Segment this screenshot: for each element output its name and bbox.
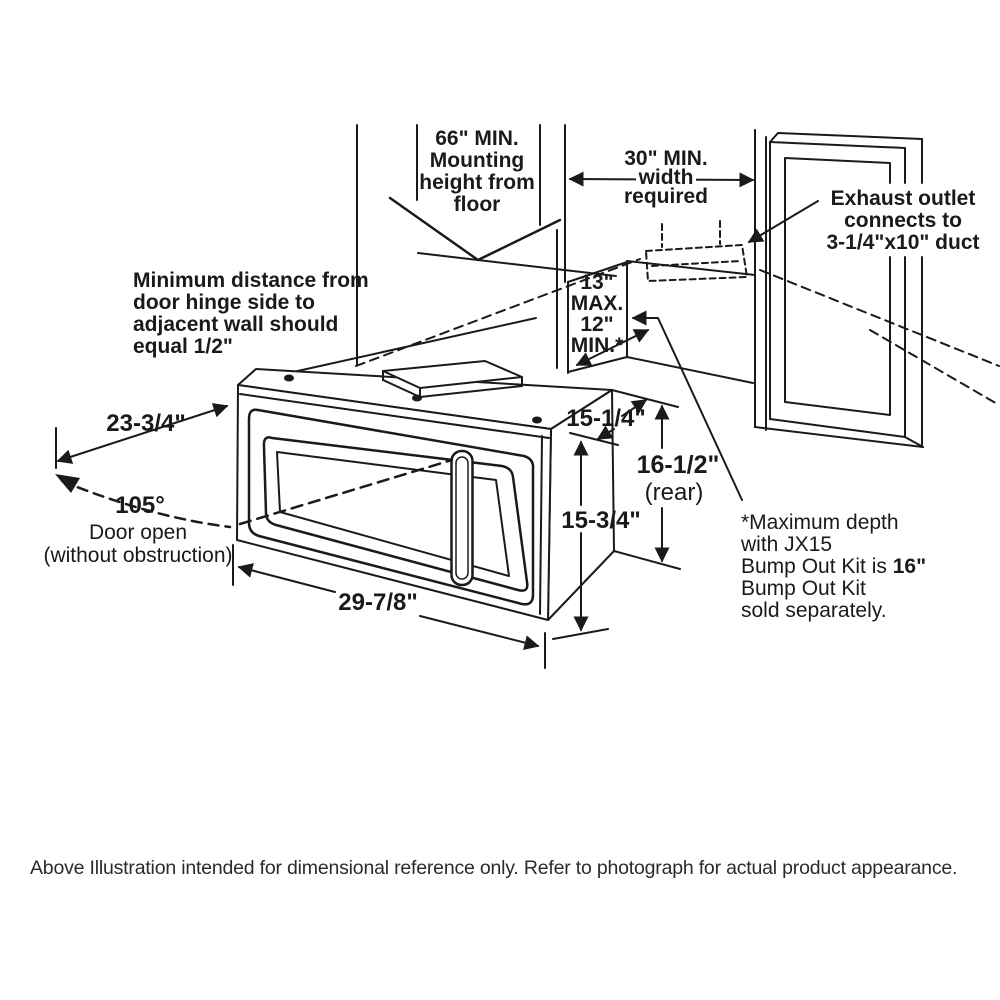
- note-line2: with JX15: [741, 533, 833, 556]
- width-required-line1: 30" MIN.: [621, 148, 711, 169]
- mounting-height-line4: floor: [453, 193, 501, 216]
- door-handle: [450, 449, 474, 587]
- note-leader-line: [631, 310, 743, 501]
- mounting-height-label: 66" MIN. Mounting height from floor: [419, 128, 535, 216]
- footer-disclaimer: Above Illustration intended for dimensio…: [30, 857, 958, 879]
- dim-top-depth-label: 15-1/4": [566, 405, 646, 432]
- tick-top-rear: [611, 389, 679, 408]
- cabinet-underside-line: [417, 252, 617, 277]
- exhaust-line2: connects to: [841, 210, 965, 232]
- recess-line1: 13": [580, 271, 614, 294]
- adjacent-wall-panel: [754, 129, 924, 448]
- dim-1514-arrow-up: [621, 399, 648, 417]
- recess-line4: MIN.*: [570, 334, 624, 357]
- mounting-height-line2: Mounting: [429, 149, 525, 172]
- hidden-edge-dashed-right: [759, 269, 1000, 367]
- microwave-body: [236, 368, 615, 621]
- dim-front-height-label: 15-3/4": [561, 507, 641, 534]
- recess-depth-arrow: [575, 329, 650, 366]
- door-open-line1: Door open: [88, 521, 188, 544]
- width-required-line3: required: [620, 186, 712, 207]
- tick-top-front: [569, 432, 619, 446]
- width-required-line2: width: [635, 167, 697, 188]
- dim-depth-label: 23-3/4": [106, 410, 186, 437]
- door-handle-inner: [455, 456, 469, 580]
- width-required-label: 30" MIN. width required: [620, 148, 712, 207]
- door-window: [262, 436, 529, 592]
- hidden-edge-dashed: [355, 258, 641, 367]
- recess-line2: MAX.: [570, 292, 624, 315]
- min-distance-line1: Minimum distance from: [133, 269, 369, 292]
- bump-out-kit-note: *Maximum depth with JX15 Bump Out Kit is…: [741, 512, 926, 622]
- exhaust-line3: 3-1/4"x10" duct: [823, 232, 983, 254]
- front-right-inner-line: [539, 435, 543, 615]
- dim-rear-height-label: 16-1/2": [636, 451, 720, 479]
- mounting-dots: [284, 374, 542, 424]
- min-distance-line3: adjacent wall should: [133, 313, 339, 336]
- hidden-edge-dashed-right2: [869, 329, 1000, 406]
- exhaust-outlet-label: Exhaust outlet connects to 3-1/4"x10" du…: [823, 188, 983, 254]
- note-line4: Bump Out Kit: [741, 577, 866, 600]
- mounting-height-line1: 66" MIN.: [435, 127, 519, 150]
- recess-line3: 12": [580, 313, 614, 336]
- dim-rear-height-sub-label: (rear): [644, 479, 704, 506]
- recess-depth-label: 13" MAX. 12" MIN.*: [571, 272, 624, 356]
- door-open-arrowhead: [55, 474, 80, 493]
- door-open-label: Door open (without obstruction): [43, 521, 232, 567]
- door-open-line2: (without obstruction): [43, 544, 233, 567]
- dim-1514-arrow-down: [596, 425, 615, 440]
- dim-width-label: 29-7/8": [338, 589, 418, 616]
- exhaust-adapter-plate: [382, 360, 523, 398]
- note-line3: Bump Out Kit is 16": [741, 556, 926, 578]
- tick-bottom-front: [552, 628, 609, 640]
- min-distance-line2: door hinge side to: [133, 291, 315, 314]
- dim-door-angle-label: 105°: [115, 492, 165, 519]
- exhaust-line1: Exhaust outlet: [827, 188, 979, 210]
- exhaust-leader-line: [747, 200, 819, 243]
- door-open-arc-dashed: [60, 479, 232, 529]
- tick-bottom-rear: [613, 550, 681, 570]
- door-open-diagonal-dashed: [238, 458, 454, 526]
- dim-2978-line2: [419, 615, 540, 650]
- min-distance-line4: equal 1/2": [133, 335, 233, 358]
- door-glass: [276, 451, 510, 577]
- note-line5: sold separately.: [741, 599, 887, 622]
- front-rim-line: [239, 393, 550, 439]
- note-line3-normal: Bump Out Kit is: [741, 555, 893, 578]
- mounting-height-line3: height from: [419, 171, 535, 194]
- note-line1: *Maximum depth: [741, 511, 899, 534]
- dim-2978-line1: [237, 563, 336, 593]
- dim-2334-line: [56, 403, 229, 464]
- min-distance-label: Minimum distance from door hinge side to…: [133, 270, 369, 358]
- door-outline: [247, 408, 535, 606]
- note-line3-bold: 16": [892, 555, 927, 578]
